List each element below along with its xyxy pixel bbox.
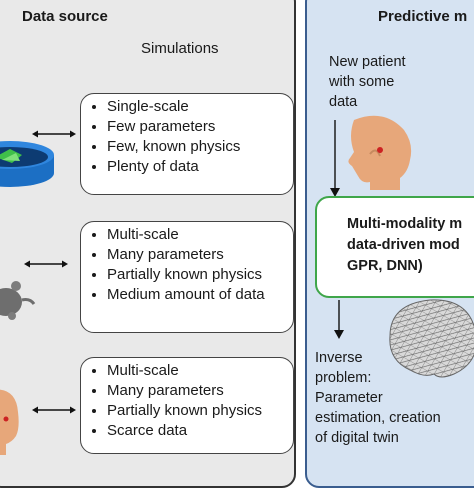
list-item: Scarce data [107,421,287,441]
list-item: Plenty of data [107,157,287,177]
list-item: Partially known physics [107,265,287,285]
list-item: Few parameters [107,117,287,137]
simulation-group-2: Multi-scale Many parameters Partially kn… [80,221,294,333]
simulations-label: Simulations [141,40,219,57]
new-patient-text: New patient with some data [329,52,406,112]
data-source-title: Data source [22,8,108,25]
predictive-title: Predictive m [378,8,468,25]
mouse-icon [0,281,36,320]
model-line: GPR, DNN) [347,258,423,274]
text-line: problem: [315,370,372,386]
model-line: Multi-modality m [347,216,463,232]
bidirectional-arrow-2 [24,260,68,268]
text-line: estimation, creation [315,410,441,426]
text-line: Inverse [315,350,363,366]
simulation-group-1: Single-scale Few parameters Few, known p… [80,93,294,195]
model-line: data-driven mod [347,237,460,253]
text-line: of digital twin [315,430,399,446]
petri-dish-icon [0,141,54,187]
text-line: Parameter [315,390,383,406]
brain-mesh-icon [389,299,474,378]
list-item: Few, known physics [107,137,287,157]
list-item: Multi-scale [107,361,287,381]
patient-head-icon [348,115,412,190]
list-item: Partially known physics [107,401,287,421]
model-box: Multi-modality m data-driven mod GPR, DN… [315,196,474,298]
list-item: Many parameters [107,245,287,265]
text-line: data [329,94,358,110]
list-item: Medium amount of data [107,285,287,305]
human-head-icon [0,389,19,455]
down-arrow-1 [330,120,340,197]
inverse-problem-text: Inverse problem: Parameter estimation, c… [315,348,441,448]
down-arrow-2 [334,300,344,339]
bidirectional-arrow-3 [32,406,76,414]
simulation-group-3: Multi-scale Many parameters Partially kn… [80,357,294,454]
text-line: New patient [329,54,406,70]
list-item: Multi-scale [107,225,287,245]
list-item: Single-scale [107,97,287,117]
list-item: Many parameters [107,381,287,401]
bidirectional-arrow-1 [32,130,76,138]
text-line: with some [329,74,395,90]
